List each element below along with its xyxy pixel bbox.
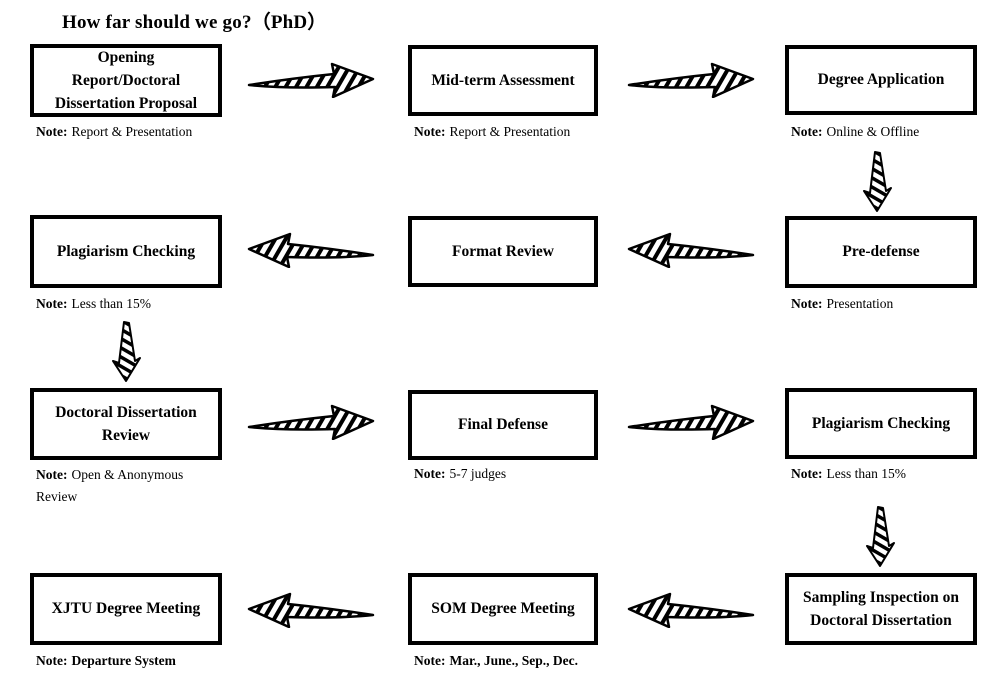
arrow-left-icon xyxy=(627,592,755,628)
note-text: Report & Presentation xyxy=(449,124,571,139)
note-prefix: Note: xyxy=(791,296,823,311)
arrow-left-icon xyxy=(247,232,375,268)
note-midterm-assessment: Note:Report & Presentation xyxy=(414,121,624,143)
flow-box-xjtu-degree-meeting: XJTU Degree Meeting xyxy=(30,573,222,645)
flow-box-label: Plagiarism Checking xyxy=(811,414,951,432)
note-prefix: Note: xyxy=(36,467,68,482)
note-xjtu-degree-meeting: Note:Departure System xyxy=(36,650,246,672)
arrow-down-icon xyxy=(863,151,892,212)
arrow-right-icon xyxy=(627,62,755,98)
note-text: Online & Offline xyxy=(826,124,920,139)
flow-box-midterm-assessment: Mid-term Assessment xyxy=(408,45,598,116)
arrow-right-icon xyxy=(627,404,755,440)
note-prefix: Note: xyxy=(414,653,446,668)
flow-box-sampling-inspection: Sampling Inspection on Doctoral Disserta… xyxy=(785,573,977,645)
note-prefix: Note: xyxy=(36,124,68,139)
note-final-defense: Note:5-7 judges xyxy=(414,463,624,485)
flow-box-plagiarism-checking-1: Plagiarism Checking xyxy=(30,215,222,288)
note-plagiarism-checking-1: Note:Less than 15% xyxy=(36,293,246,315)
arrow-left-icon xyxy=(247,592,375,628)
flow-box-opening-report: Opening Report/Doctoral Dissertation Pro… xyxy=(30,44,222,117)
note-som-degree-meeting: Note:Mar., June., Sep., Dec. xyxy=(414,650,634,672)
note-text: Mar., June., Sep., Dec. xyxy=(449,653,578,668)
flow-box-dissertation-review: Doctoral Dissertation Review xyxy=(30,388,222,460)
note-text: Presentation xyxy=(826,296,894,311)
note-prefix: Note: xyxy=(36,653,68,668)
note-opening-report: Note:Report & Presentation xyxy=(36,121,246,143)
note-text: 5-7 judges xyxy=(449,466,507,481)
flow-box-label: XJTU Degree Meeting xyxy=(51,600,201,618)
note-text: Report & Presentation xyxy=(71,124,193,139)
note-text: Less than 15% xyxy=(826,466,906,481)
flow-box-label: Sampling Inspection on Doctoral Disserta… xyxy=(803,588,959,629)
flow-box-label: Final Defense xyxy=(458,416,548,434)
arrow-right-icon xyxy=(247,62,375,98)
note-dissertation-review: Note:Open & Anonymous Review xyxy=(36,464,214,507)
arrow-down-icon xyxy=(866,506,895,567)
arrow-right-icon xyxy=(247,404,375,440)
note-prefix: Note: xyxy=(414,466,446,481)
flow-box-label: Format Review xyxy=(452,242,554,260)
flow-box-label: Plagiarism Checking xyxy=(56,242,196,260)
note-prefix: Note: xyxy=(791,124,823,139)
flow-box-label: Degree Application xyxy=(817,71,945,89)
note-text: Departure System xyxy=(71,653,176,668)
flow-box-pre-defense: Pre-defense xyxy=(785,216,977,288)
flow-box-som-degree-meeting: SOM Degree Meeting xyxy=(408,573,598,645)
note-text: Less than 15% xyxy=(71,296,151,311)
note-plagiarism-checking-2: Note:Less than 15% xyxy=(791,463,991,485)
flow-box-degree-application: Degree Application xyxy=(785,45,977,115)
arrow-left-icon xyxy=(627,232,755,268)
arrow-down-icon xyxy=(112,321,141,382)
note-prefix: Note: xyxy=(791,466,823,481)
flow-box-label: Opening Report/Doctoral Dissertation Pro… xyxy=(54,48,198,113)
flow-box-label: Pre-defense xyxy=(842,243,920,261)
note-prefix: Note: xyxy=(36,296,68,311)
page-title: How far should we go?（PhD） xyxy=(62,12,327,33)
flow-box-final-defense: Final Defense xyxy=(408,390,598,460)
note-prefix: Note: xyxy=(414,124,446,139)
flow-box-format-review: Format Review xyxy=(408,216,598,287)
flow-box-label: Doctoral Dissertation Review xyxy=(55,403,197,444)
note-pre-defense: Note:Presentation xyxy=(791,293,991,315)
flow-box-plagiarism-checking-2: Plagiarism Checking xyxy=(785,388,977,459)
flow-box-label: SOM Degree Meeting xyxy=(431,600,575,618)
note-degree-application: Note:Online & Offline xyxy=(791,121,991,143)
note-text: Open & Anonymous Review xyxy=(36,467,184,504)
flow-box-label: Mid-term Assessment xyxy=(431,71,575,89)
